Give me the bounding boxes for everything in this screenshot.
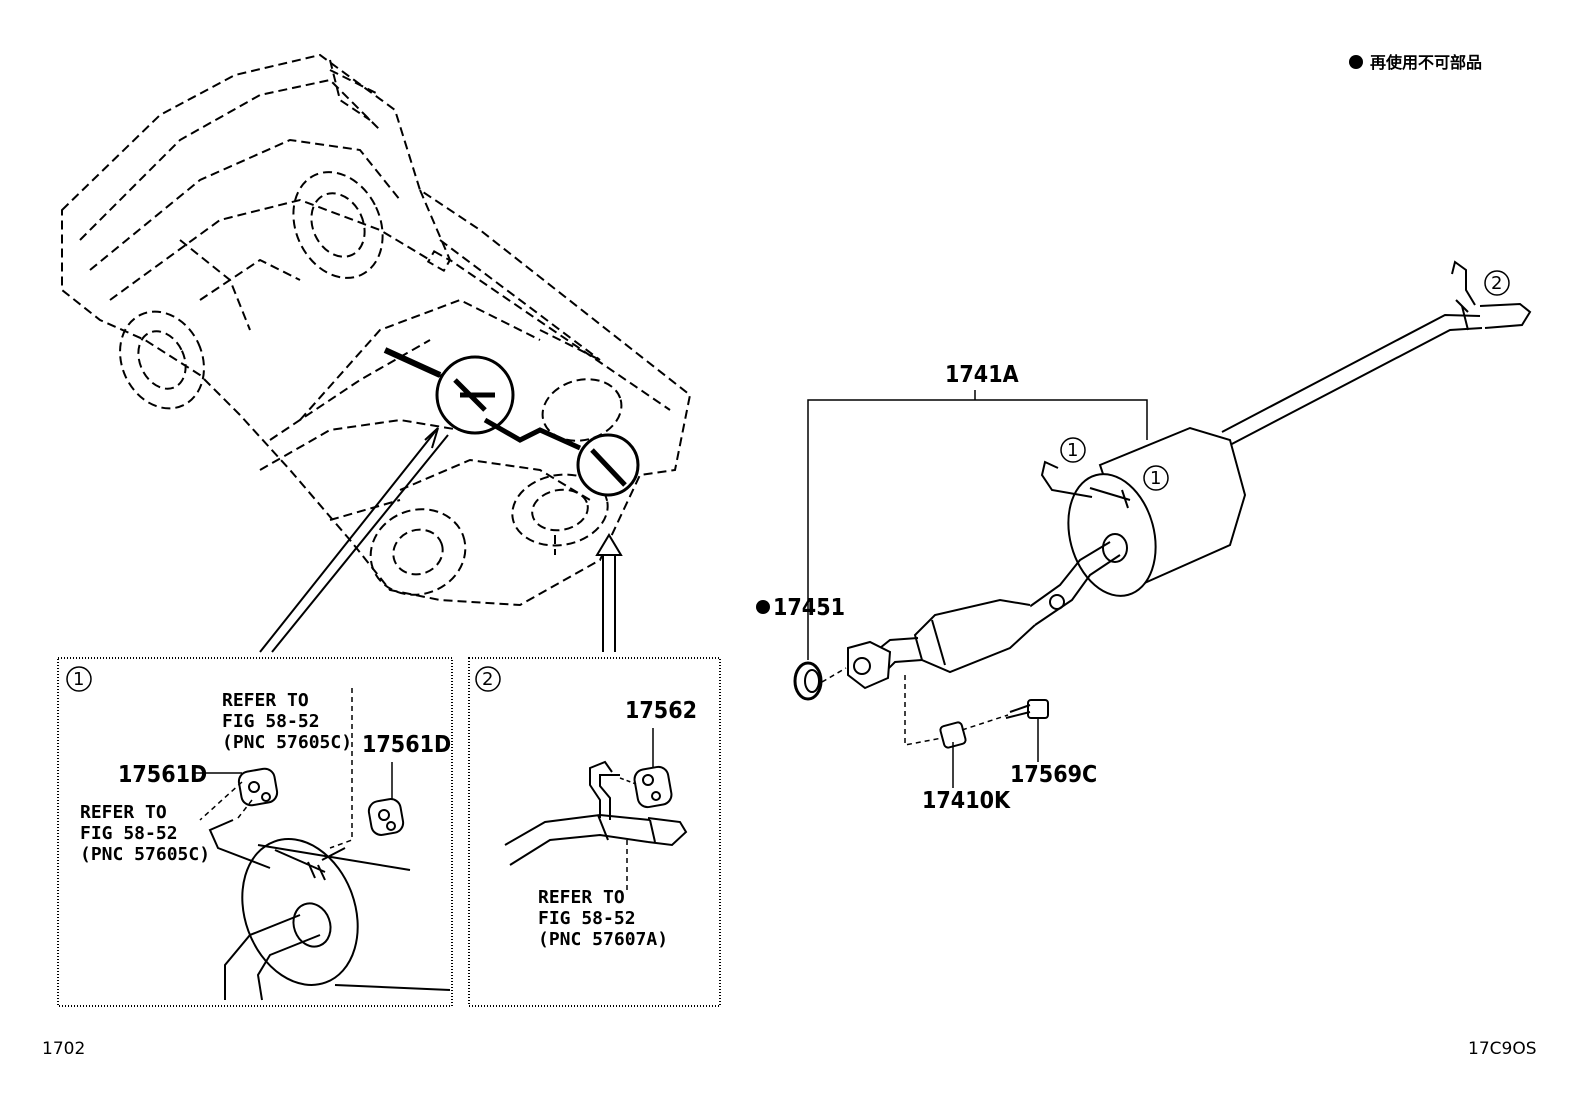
svg-text:REFER TO: REFER TO [222,690,309,711]
svg-text:(PNC 57605C): (PNC 57605C) [80,844,210,865]
assembly-part-labels: 1741A 17451 17410K 17569C [756,362,1097,814]
exhaust-assembly-illustration [793,260,1532,788]
svg-text:FIG 58-52: FIG 58-52 [222,711,320,732]
svg-text:1: 1 [1150,468,1161,489]
svg-text:2: 2 [1491,273,1502,294]
vehicle-underbody-illustration [61,53,692,607]
part-label-17561D-left[interactable]: 17561D [118,762,207,788]
callout-1-b [1143,465,1169,491]
non-reusable-part-icon [1349,55,1363,69]
svg-text:1: 1 [73,669,84,690]
svg-text:FIG 58-52: FIG 58-52 [538,908,636,929]
part-label-17451[interactable]: 17451 [773,595,845,621]
callout-1-box [66,666,92,692]
rubber-hanger-left [237,767,279,807]
rubber-hanger-17562 [633,765,673,809]
svg-text:(PNC 57607A): (PNC 57607A) [538,929,668,950]
part-label-17561D-right[interactable]: 17561D [362,732,451,758]
assembly-callouts: 1 1 2 [1060,270,1510,491]
non-reusable-marker-17451 [756,600,770,614]
part-label-17562[interactable]: 17562 [625,698,697,724]
svg-text:2: 2 [482,669,493,690]
detail-box-2: 2 17562 REFER TO FIG 58-52 (PNC 57607A) [468,657,721,1007]
callout-1-a [1060,437,1086,463]
svg-text:FIG 58-52: FIG 58-52 [80,823,178,844]
detail-box-1: 1 [57,657,453,1007]
svg-text:REFER TO: REFER TO [538,887,625,908]
refer-to-box1-upper[interactable]: REFER TO FIG 58-52 (PNC 57605C) [222,690,352,753]
svg-text:(PNC 57605C): (PNC 57605C) [222,732,352,753]
vehicle-exhaust-highlight [383,347,640,497]
legend: 再使用不可部品 [1349,53,1482,72]
svg-text:1: 1 [1067,440,1078,461]
callout-2-a [1484,270,1510,296]
refer-to-box1-lower[interactable]: REFER TO FIG 58-52 (PNC 57605C) [80,802,210,865]
part-label-17569C[interactable]: 17569C [1010,762,1097,788]
callout-2-box [475,666,501,692]
footer-right-code: 17C9OS [1468,1039,1537,1059]
rubber-hanger-right [367,798,405,836]
part-label-17410K[interactable]: 17410K [922,788,1011,814]
refer-to-box2[interactable]: REFER TO FIG 58-52 (PNC 57607A) [538,887,668,950]
leader-arrows [259,427,623,653]
legend-text: 再使用不可部品 [1370,53,1482,72]
part-label-1741A[interactable]: 1741A [945,362,1019,388]
footer-left-code: 1702 [42,1039,85,1059]
svg-text:REFER TO: REFER TO [80,802,167,823]
